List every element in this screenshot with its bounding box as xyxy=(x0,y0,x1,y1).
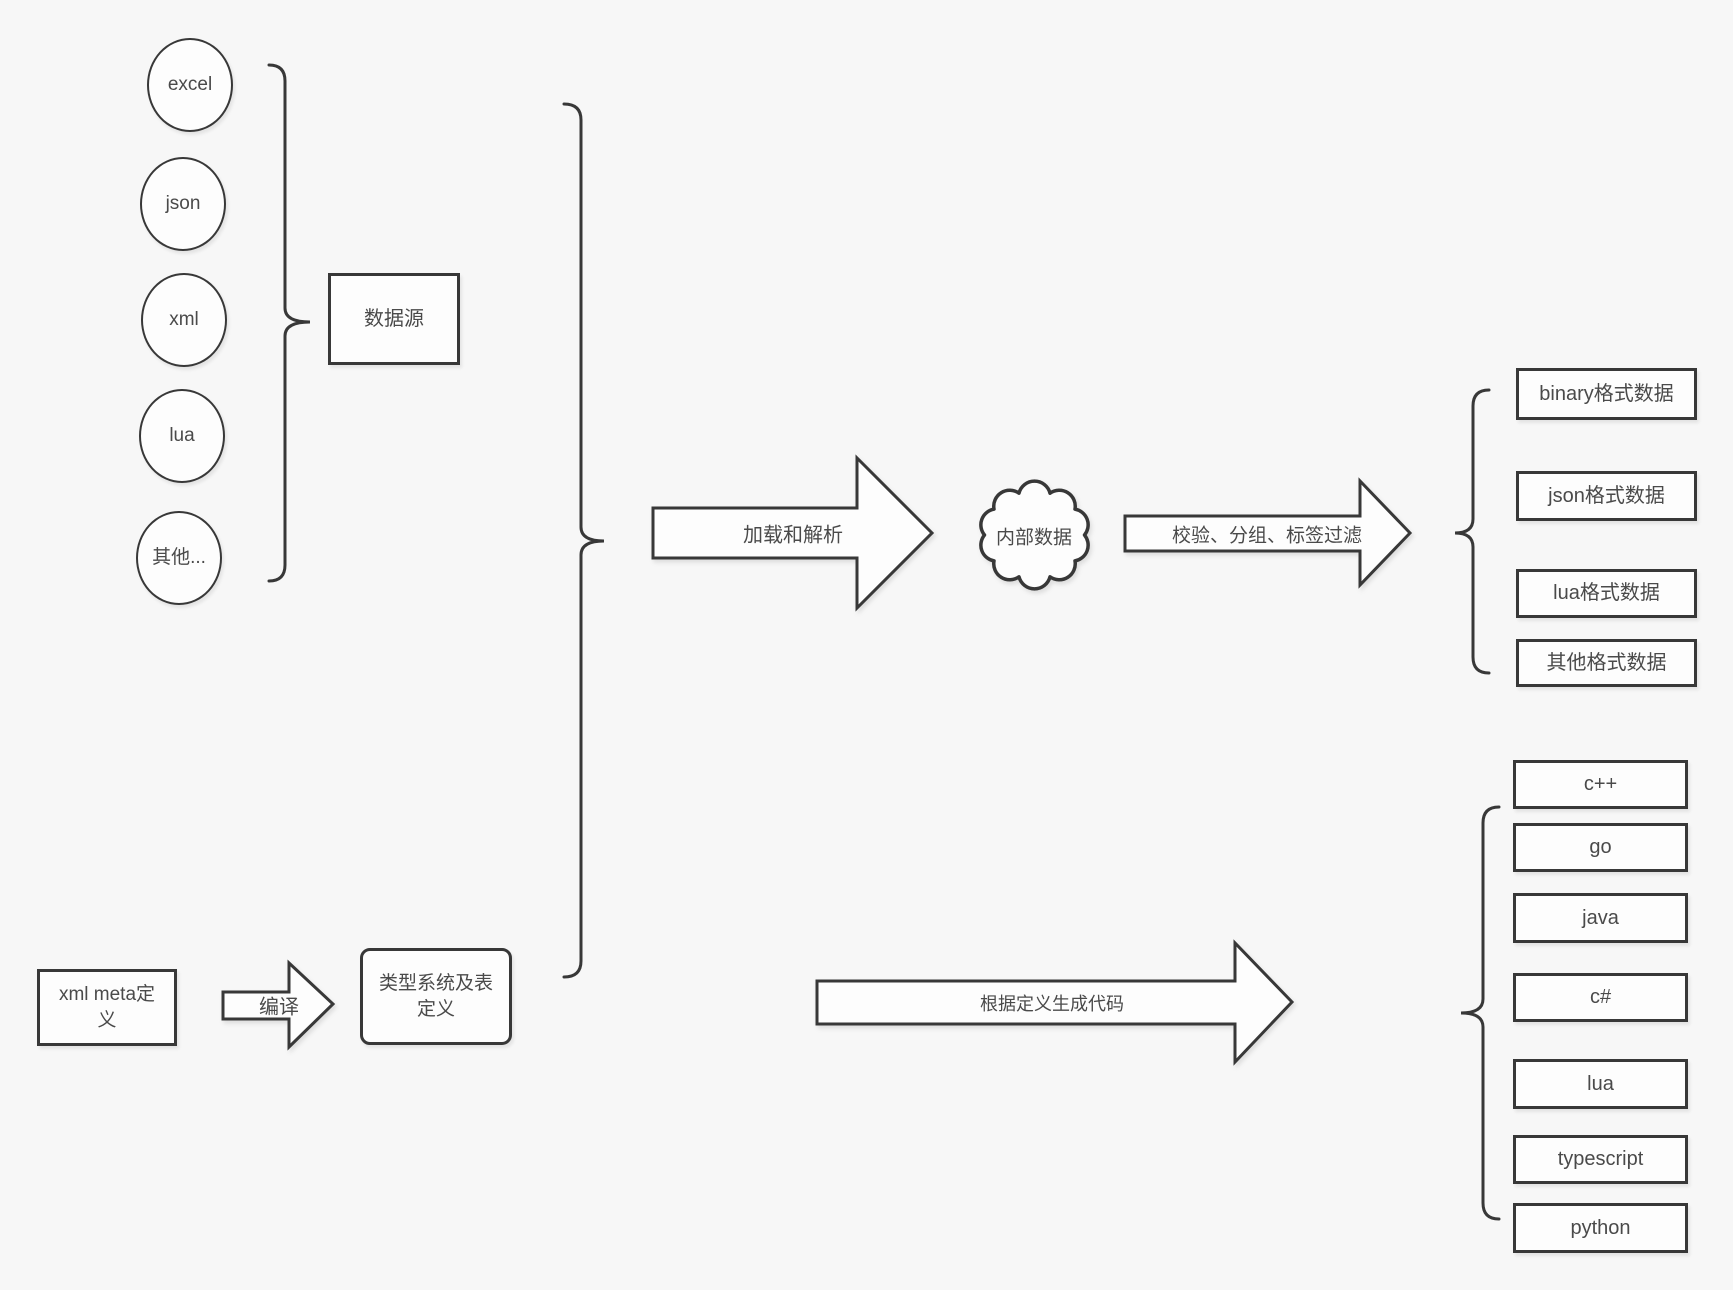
node-data-source-group: 数据源 xyxy=(328,273,460,365)
internal-data-label: 内部数据 xyxy=(995,527,1073,549)
filter-arrow-shape xyxy=(1123,477,1413,589)
node-source-json-label: json xyxy=(165,193,201,215)
node-source-json: json xyxy=(140,157,226,251)
brace-data-formats xyxy=(1454,388,1491,675)
node-source-lua: lua xyxy=(139,389,225,483)
node-format-binary: binary格式数据 xyxy=(1516,368,1697,420)
node-lang-csharp-label: c# xyxy=(1589,986,1612,1008)
node-type-system: 类型系统及表定义 xyxy=(360,948,512,1045)
node-source-excel-label: excel xyxy=(167,74,213,96)
node-lang-java-label: java xyxy=(1582,906,1619,929)
generate-arrow-label: 根据定义生成代码 xyxy=(980,994,1124,1014)
node-format-other: 其他格式数据 xyxy=(1516,639,1697,687)
brace-languages xyxy=(1460,805,1501,1221)
compile-arrow-shape xyxy=(221,959,336,1051)
node-lang-cpp-label: c++ xyxy=(1583,773,1618,795)
node-lang-lua: lua xyxy=(1513,1059,1688,1109)
node-source-xml-label: xml xyxy=(169,309,199,331)
node-format-other-label: 其他格式数据 xyxy=(1546,651,1667,674)
node-format-binary-label: binary格式数据 xyxy=(1539,382,1674,405)
generate-arrow-shape xyxy=(815,939,1295,1066)
node-lang-python-label: python xyxy=(1570,1216,1631,1239)
node-lang-go-label: go xyxy=(1589,836,1612,858)
load-parse-arrow-shape xyxy=(651,454,935,612)
node-source-other: 其他... xyxy=(136,511,222,605)
internal-data-cloud xyxy=(979,479,1090,591)
filter-arrow-label: 校验、分组、标签过滤 xyxy=(1171,525,1363,547)
load-parse-arrow-label: 加载和解析 xyxy=(743,524,843,547)
node-format-json-label: json格式数据 xyxy=(1548,484,1665,507)
node-lang-csharp: c# xyxy=(1513,973,1688,1022)
node-source-xml: xml xyxy=(141,273,227,367)
node-lang-typescript: typescript xyxy=(1513,1135,1688,1184)
node-xml-meta: xml meta定义 xyxy=(37,969,177,1046)
node-lang-lua-label: lua xyxy=(1587,1072,1614,1095)
node-data-source-group-label: 数据源 xyxy=(364,307,424,330)
node-format-json: json格式数据 xyxy=(1516,471,1697,521)
brace-left-all xyxy=(562,102,605,979)
node-lang-cpp: c++ xyxy=(1513,760,1688,809)
compile-arrow-label: 编译 xyxy=(259,996,299,1019)
node-source-lua-label: lua xyxy=(169,425,195,447)
node-source-other-label: 其他... xyxy=(152,547,206,569)
node-format-lua-label: lua格式数据 xyxy=(1553,582,1660,604)
node-xml-meta-label: xml meta定义 xyxy=(58,983,156,1031)
node-source-excel: excel xyxy=(147,38,233,132)
node-type-system-label: 类型系统及表定义 xyxy=(378,972,493,1020)
node-lang-go: go xyxy=(1513,823,1688,872)
node-lang-typescript-label: typescript xyxy=(1557,1148,1644,1170)
node-format-lua: lua格式数据 xyxy=(1516,569,1697,618)
node-lang-python: python xyxy=(1513,1203,1688,1253)
brace-data-sources xyxy=(267,63,311,583)
node-lang-java: java xyxy=(1513,893,1688,943)
